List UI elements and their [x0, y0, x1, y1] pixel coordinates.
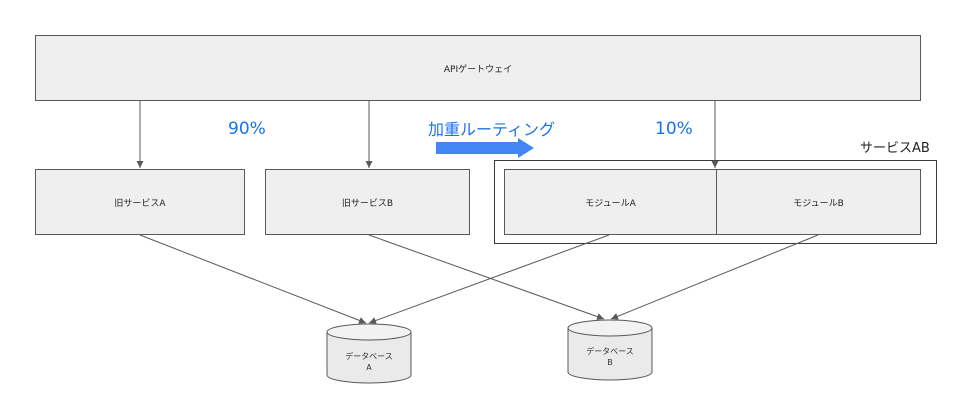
database-b-id: B: [607, 358, 613, 367]
database-b-name: データベース: [586, 347, 634, 356]
module-b-label: モジュールB: [793, 198, 844, 209]
new-traffic-percent: 10%: [655, 119, 693, 139]
legacy-service-b-box: 旧サービスB: [265, 169, 470, 235]
legacy-traffic-percent: 90%: [228, 119, 266, 139]
legacy-service-a-label: 旧サービスA: [114, 198, 166, 209]
database-icon: [326, 323, 412, 384]
api-gateway-label: APIゲートウェイ: [443, 64, 513, 75]
database-a-label: データベース A: [324, 351, 414, 373]
service-ab-group-label: サービスAB: [860, 141, 930, 156]
database-a-name: データベース: [345, 352, 393, 361]
module-a-to-database-a-line: [368, 234, 610, 324]
legacy-service-b-label: 旧サービスB: [341, 198, 394, 209]
legacy-a-to-database-a-line: [139, 234, 367, 324]
database-b-label: データベース B: [565, 346, 655, 368]
module-b-to-database-b-line: [610, 234, 819, 320]
module-a-label: モジュールA: [585, 198, 636, 209]
module-b-box: モジュールB: [716, 169, 921, 235]
right-arrow-icon: [436, 138, 534, 158]
weighted-routing-label: 加重ルーティング: [428, 120, 556, 139]
database-a-id: A: [366, 363, 372, 372]
legacy-b-to-database-b-line: [368, 234, 605, 320]
module-a-box: モジュールA: [504, 169, 717, 235]
database-icon: [567, 319, 653, 381]
legacy-service-a-box: 旧サービスA: [35, 169, 245, 235]
api-gateway-box: APIゲートウェイ: [35, 35, 921, 101]
